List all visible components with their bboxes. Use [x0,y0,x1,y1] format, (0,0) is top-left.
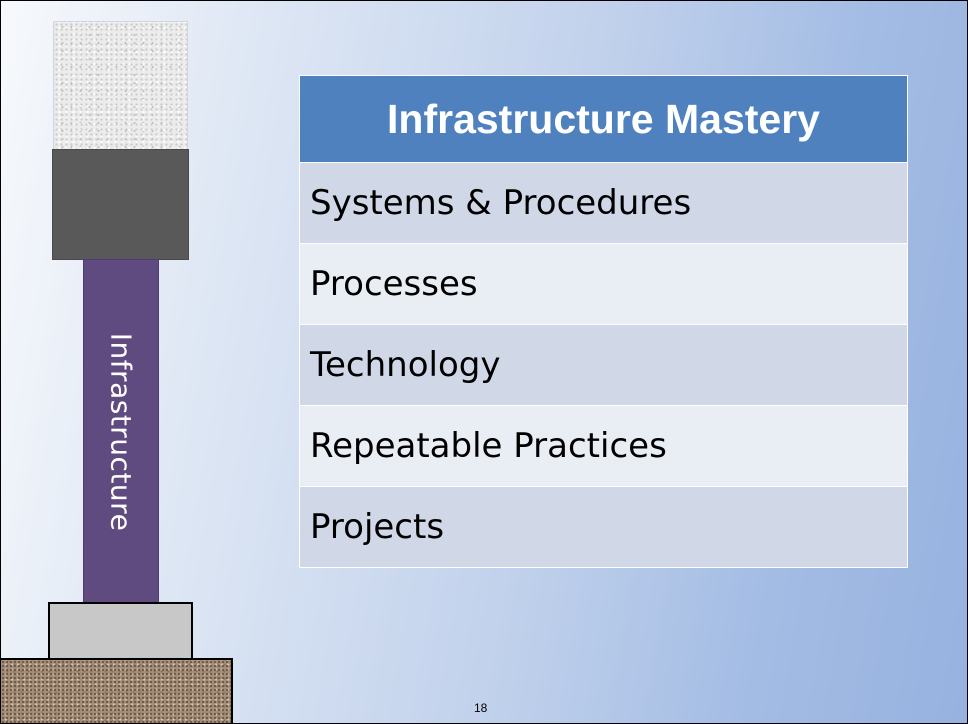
table-row: Repeatable Practices [300,406,907,487]
pillar-label: Infrastructure [104,332,138,532]
page-number: 18 [474,701,488,715]
pillar-capital-block [52,149,189,260]
table-row: Projects [300,487,907,567]
table-row: Processes [300,244,907,325]
table-header: Infrastructure Mastery [300,76,907,163]
table-row: Technology [300,325,907,406]
mastery-table: Infrastructure Mastery Systems & Procedu… [299,75,908,568]
pillar-base [48,602,193,660]
table-row: Systems & Procedures [300,163,907,244]
infrastructure-pillar: Infrastructure [83,259,159,605]
ground-block [1,658,233,723]
pillar-cap-stone [53,21,188,151]
